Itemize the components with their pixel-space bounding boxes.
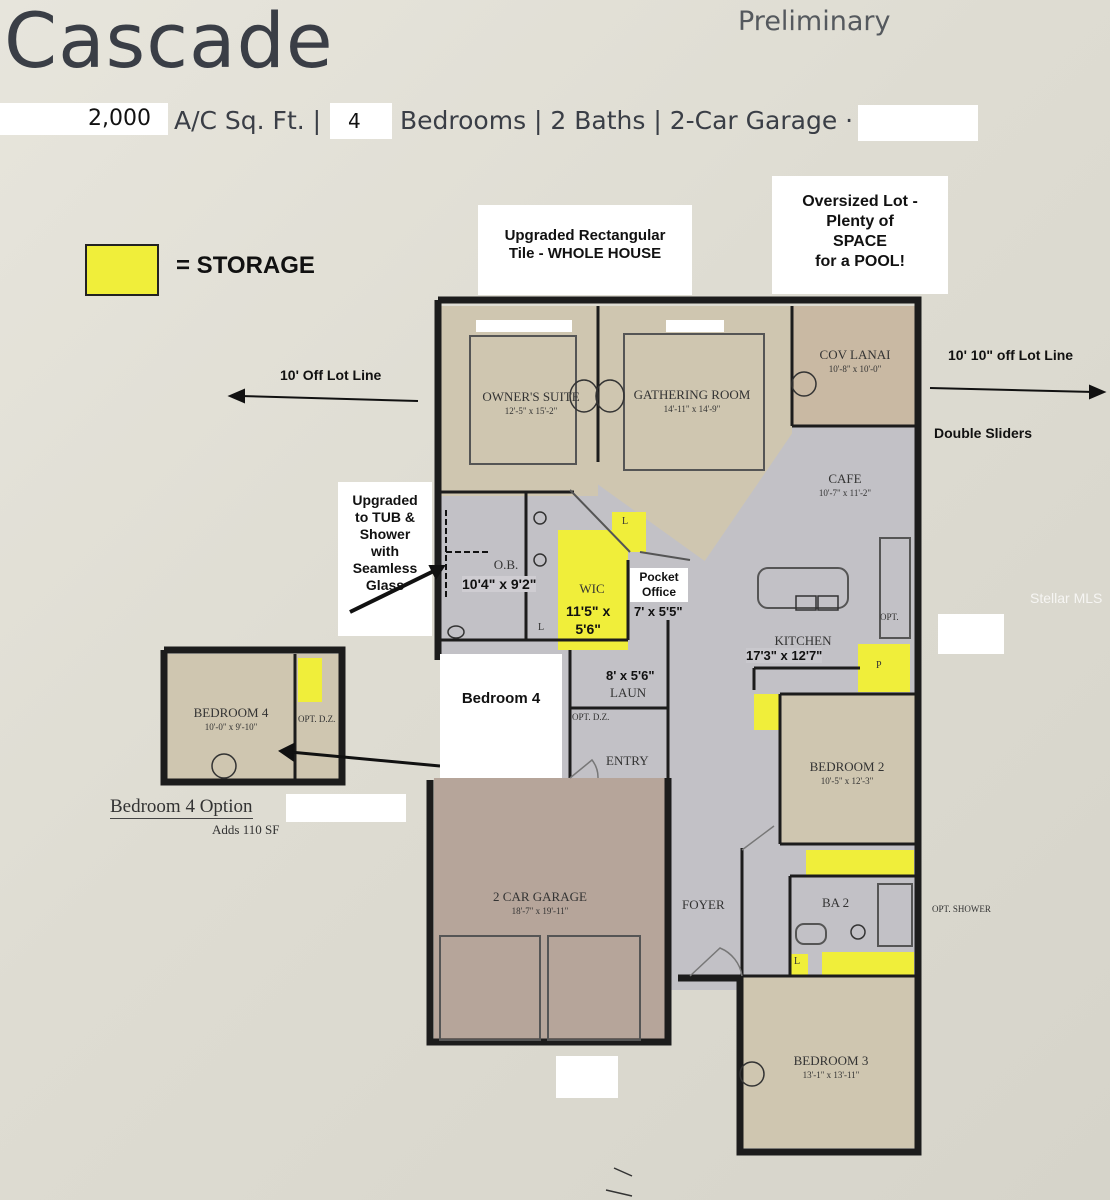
storage-swatch: [85, 244, 159, 296]
opt-label: OPT.: [880, 612, 899, 622]
linen-label: L: [622, 516, 629, 527]
pocket-office-dim: 7' x 5'5": [634, 604, 683, 619]
opt-shower-label: OPT. SHOWER: [932, 904, 991, 914]
room-name: CAFE: [828, 471, 862, 486]
sqft-value: 2,000: [88, 106, 151, 131]
storage-linen: [612, 512, 646, 552]
pocket-line: Pocket: [639, 570, 679, 584]
lot-note-line: Oversized Lot -: [802, 193, 918, 210]
room-dim: 10'-8" x 10'-0": [828, 364, 882, 374]
bedroom4-option-label: BEDROOM 4 10'-0" x 9'-10": [176, 706, 286, 734]
room-name: OWNER'S SUITE: [482, 389, 580, 404]
tile-note-line: Tile - WHOLE HOUSE: [508, 245, 662, 262]
lot-line-left: 10' Off Lot Line: [280, 367, 382, 383]
storage-bed2: [806, 850, 914, 876]
sqft-box: [0, 103, 168, 135]
plan-title: Cascade: [4, 0, 334, 85]
room-dim: 12'-5" x 15'-2": [504, 406, 558, 416]
pocket-line: Office: [641, 585, 676, 599]
tile-note-line: Upgraded Rectangular: [504, 227, 666, 244]
bedroom2-label: BEDROOM 2 10'-5" x 12'-3": [792, 760, 902, 788]
kitchen-dim: 17'3" x 12'7": [746, 648, 823, 663]
bedroom4-cover: [440, 654, 562, 778]
laundry-dim: 8' x 5'6": [606, 668, 655, 683]
sqft-label: A/C Sq. Ft. |: [174, 106, 322, 135]
cafe-label: CAFE 10'-7" x 11'-2": [790, 472, 900, 500]
redacted-box: [858, 105, 978, 141]
room-dim: 14'-11" x 14'-9": [663, 404, 721, 414]
garage-label: 2 CAR GARAGE 18'-7" x 19'-11": [480, 890, 600, 918]
linen-label: L: [794, 956, 801, 967]
laundry-label: LAUN: [610, 685, 647, 700]
spec-line: 2,000 A/C Sq. Ft. | 4 Bedrooms | 2 Baths…: [0, 103, 1110, 143]
wic-dim-line: 11'5" x: [566, 603, 611, 619]
room-name: BEDROOM 3: [793, 1053, 869, 1068]
redacted-box: [286, 794, 406, 822]
storage-ba2: [822, 952, 914, 976]
tub-note-line: Upgraded: [352, 492, 418, 508]
features-text: Bedrooms | 2 Baths | 2-Car Garage ·: [400, 106, 854, 135]
plan-status: Preliminary: [738, 6, 891, 37]
lot-note-line: Plenty of: [826, 213, 894, 230]
wic-dim-line: 5'6": [575, 621, 601, 637]
tub-note-line: with: [371, 543, 399, 559]
opt-dz-label: OPT. D.Z.: [572, 712, 610, 722]
wic-dim: 11'5" x 5'6": [566, 602, 610, 638]
lot-note-line: SPACE: [833, 233, 887, 250]
bedroom4-option-title: Bedroom 4 Option: [110, 796, 253, 819]
storage-l: [790, 954, 808, 976]
wic-label: WIC: [579, 581, 605, 596]
ob-dim: 10'4" x 9'2": [462, 576, 537, 592]
bedroom4-option-adds: Adds 110 SF: [212, 822, 280, 837]
tub-note-line: Shower: [359, 526, 411, 542]
room-dim: 13'-1" x 13'-11": [802, 1070, 860, 1080]
tile-note: Upgraded Rectangular Tile - WHOLE HOUSE: [478, 205, 692, 295]
double-sliders-note: Double Sliders: [934, 425, 1033, 441]
lot-note: Oversized Lot - Plenty of SPACE for a PO…: [772, 176, 948, 294]
lanai-room: [792, 306, 918, 426]
storage-legend-label: = STORAGE: [176, 252, 315, 279]
tub-note: Upgraded to TUB & Shower with Seamless G…: [338, 482, 432, 636]
room-name: BEDROOM 2: [809, 759, 885, 774]
storage-bed4: [298, 658, 322, 702]
garage-room: [434, 778, 668, 1040]
redacted-box: [556, 1056, 618, 1098]
gathering-room-label: GATHERING ROOM 14'-11" x 14'-9": [620, 388, 764, 416]
pocket-office-label: Pocket Office: [630, 568, 688, 602]
room-name: 2 CAR GARAGE: [493, 889, 587, 904]
bedroom2-room: [780, 694, 918, 844]
room-name: BEDROOM 4: [193, 705, 269, 720]
kitchen-label: KITCHEN: [774, 633, 832, 648]
room-name: GATHERING ROOM: [633, 387, 751, 402]
entry-label: ENTRY: [606, 753, 649, 768]
bedroom4-label: Bedroom 4: [461, 690, 541, 707]
room-dim: 10'-0" x 9'-10": [204, 722, 258, 732]
ba2-label: BA 2: [822, 895, 850, 910]
storage-pantry: [858, 644, 910, 692]
room-name: COV LANAI: [819, 347, 891, 362]
bedrooms-box: [330, 103, 392, 139]
lanai-label: COV LANAI 10'-8" x 10'-0": [800, 348, 910, 376]
foyer-label: FOYER: [682, 897, 725, 912]
redacted-box: [938, 614, 1004, 654]
tub-note-line: to TUB &: [355, 509, 415, 525]
bedrooms-value: 4: [348, 109, 361, 133]
linen-label: L: [538, 622, 545, 633]
tub-note-line: Seamless: [352, 560, 418, 576]
room-dim: 18'-7" x 19'-11": [511, 906, 569, 916]
room-dim: 10'-7" x 11'-2": [818, 488, 872, 498]
ob-label: O.B.: [493, 557, 519, 572]
room-dim: 10'-5" x 12'-3": [820, 776, 874, 786]
bedroom4-option-dz: OPT. D.Z.: [298, 714, 336, 724]
pantry-label: P: [876, 660, 882, 671]
storage-hall: [754, 694, 780, 730]
bedroom3-label: BEDROOM 3 13'-1" x 13'-11": [776, 1054, 886, 1082]
lot-line-right: 10' 10" off Lot Line: [948, 347, 1074, 363]
bedroom3-room: [742, 976, 918, 1148]
watermark: Stellar MLS: [1030, 590, 1103, 606]
lot-note-line: for a POOL!: [815, 253, 905, 270]
owners-suite-label: OWNER'S SUITE 12'-5" x 15'-2": [456, 390, 606, 418]
